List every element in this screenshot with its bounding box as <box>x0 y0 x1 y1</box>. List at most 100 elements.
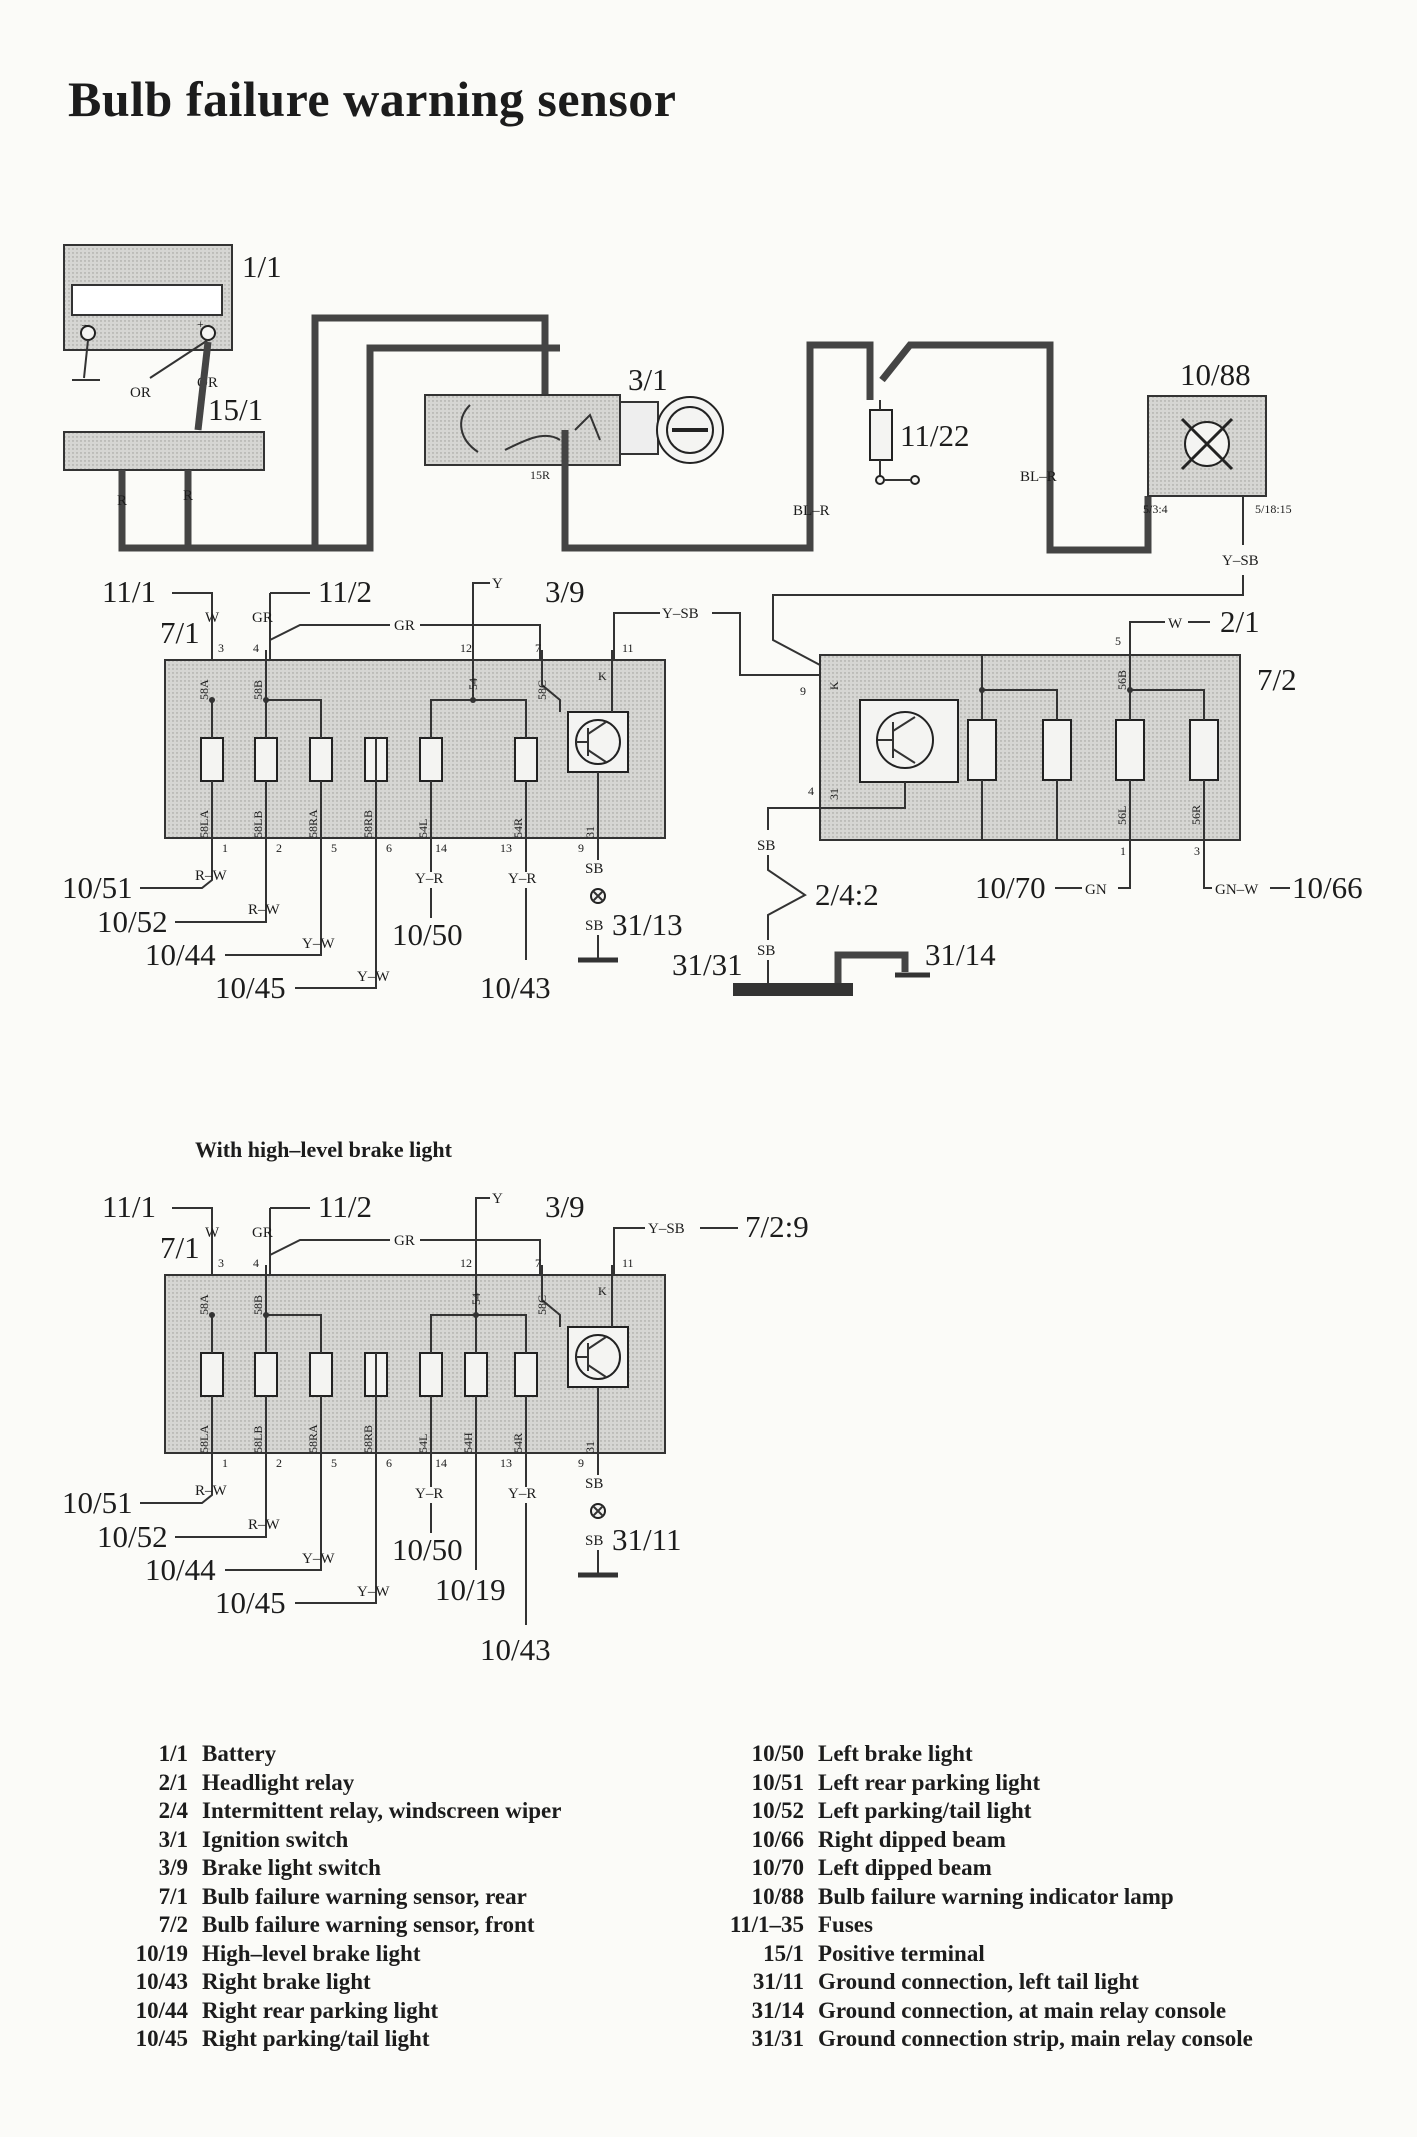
wire-w-1: W <box>205 610 220 626</box>
wire-r-w-3: R–W <box>195 1483 228 1499</box>
pin-5: 5 <box>331 841 337 855</box>
name-58c: 58C <box>535 680 549 700</box>
wire-gr-1: GR <box>252 610 273 626</box>
wire-y-w-1: Y–W <box>302 936 335 952</box>
label-10-45-b: 10/45 <box>215 1585 286 1620</box>
name-k: K <box>598 669 607 683</box>
label-10-43-b: 10/43 <box>480 1632 551 1667</box>
legend-description: Battery <box>202 1741 277 1766</box>
legend-code: 10/45 <box>135 2026 188 2051</box>
wire-y-sb-2: Y–SB <box>648 1221 685 1237</box>
name-58a-c: 58A <box>197 1294 211 1315</box>
label-1-1: 1/1 <box>242 249 282 284</box>
positive-terminal <box>63 431 265 471</box>
legend-code: 10/51 <box>751 1769 804 1795</box>
name-58lb: 58LB <box>251 811 265 838</box>
wire-gn-w: GN–W <box>1215 882 1259 898</box>
legend-code: 10/19 <box>135 1940 188 1966</box>
label-10-70: 10/70 <box>975 870 1046 905</box>
wire-y-1: Y <box>492 576 503 592</box>
section-subtitle: With high–level brake light <box>195 1137 452 1162</box>
legend-code: 3/9 <box>158 1855 188 1880</box>
legend-item: 3/9 Brake light switch <box>100 1854 561 1883</box>
wire-r-2: R <box>183 488 193 504</box>
label-2-4-2: 2/4:2 <box>815 877 879 912</box>
name-56l: 56L <box>1115 806 1129 825</box>
wire-or-1: OR <box>130 385 151 401</box>
ignition-switch <box>424 394 724 466</box>
wire-r-w-4: R–W <box>248 1517 281 1533</box>
pin-5-b: 5 <box>1115 634 1121 648</box>
legend-description: Left parking/tail light <box>818 1798 1032 1823</box>
sensor-7-1-high-level <box>164 1265 666 1475</box>
name-58lb-c: 58LB <box>251 1426 265 1453</box>
wire-gn: GN <box>1085 882 1107 898</box>
legend-description: Ground connection, left tail light <box>818 1969 1139 1994</box>
wire-r-w-1: R–W <box>195 868 228 884</box>
pin-9: 9 <box>578 841 584 855</box>
name-58a: 58A <box>197 679 211 700</box>
name-58rb: 58RB <box>361 810 375 838</box>
name-58rb-c: 58RB <box>361 1425 375 1453</box>
pin-9-b: 9 <box>800 684 806 698</box>
legend-item: 2/1 Headlight relay <box>100 1769 561 1798</box>
legend-code: 3/1 <box>158 1826 188 1852</box>
legend-description: Brake light switch <box>202 1855 381 1880</box>
legend-code: 10/43 <box>135 1969 188 1994</box>
wire-y-sb-1: Y–SB <box>662 606 699 622</box>
wire-y-w-4: Y–W <box>357 1584 390 1600</box>
label-3-9-b: 3/9 <box>545 1189 585 1224</box>
pin-4-b: 4 <box>808 784 814 798</box>
battery: – + <box>63 244 233 351</box>
legend-code: 2/1 <box>158 1769 188 1795</box>
pin-4-c: 4 <box>253 1256 259 1270</box>
wire-sb-5: SB <box>585 1476 603 1492</box>
wire-w-2: W <box>1168 616 1183 632</box>
pin-3: 3 <box>218 641 224 655</box>
wire-bl-r-2: BL–R <box>1020 469 1057 485</box>
legend-code: 7/1 <box>158 1883 188 1909</box>
label-11-22: 11/22 <box>900 418 969 453</box>
label-31-13: 31/13 <box>612 907 683 942</box>
legend-description: Intermittent relay, windscreen wiper <box>202 1798 562 1823</box>
label-3-9: 3/9 <box>545 574 585 609</box>
legend-description: Ground connection strip, main relay cons… <box>818 2026 1253 2051</box>
terminal-15r: 15R <box>530 468 550 482</box>
name-31: 31 <box>583 826 597 838</box>
wiring-diagram: – + 1/1 OR OR 15/1 R R 3/1 15R 11/22 BL–… <box>62 244 1363 1667</box>
pin-6-c: 6 <box>386 1456 392 1470</box>
pin-5-c: 5 <box>331 1456 337 1470</box>
legend-description: Headlight relay <box>202 1769 355 1795</box>
pin-1: 1 <box>222 841 228 855</box>
page-title: Bulb failure warning sensor <box>68 71 677 127</box>
label-10-43: 10/43 <box>480 970 551 1005</box>
wire-y-r-1: Y–R <box>415 871 443 887</box>
wire-bl-r-1: BL–R <box>793 503 830 519</box>
label-31-11: 31/11 <box>612 1522 681 1557</box>
legend-item: 10/51 Left rear parking light <box>700 1769 1253 1798</box>
label-7-1: 7/1 <box>160 615 200 650</box>
name-58ra: 58RA <box>306 809 320 838</box>
legend-description: Left rear parking light <box>818 1769 1041 1795</box>
name-31-c: 31 <box>583 1441 597 1453</box>
legend-description: Fuses <box>818 1912 873 1937</box>
svg-text:+: + <box>197 317 204 331</box>
pin-12-c: 12 <box>460 1256 472 1270</box>
pin-12: 12 <box>460 641 472 655</box>
legend-code: 10/88 <box>751 1883 804 1909</box>
label-10-44-b: 10/44 <box>145 1552 216 1587</box>
name-58b-c: 58B <box>251 1295 265 1315</box>
legend-description: Bulb failure warning indicator lamp <box>818 1883 1174 1909</box>
label-10-44: 10/44 <box>145 937 216 972</box>
name-54l-c: 54L <box>416 1434 430 1453</box>
